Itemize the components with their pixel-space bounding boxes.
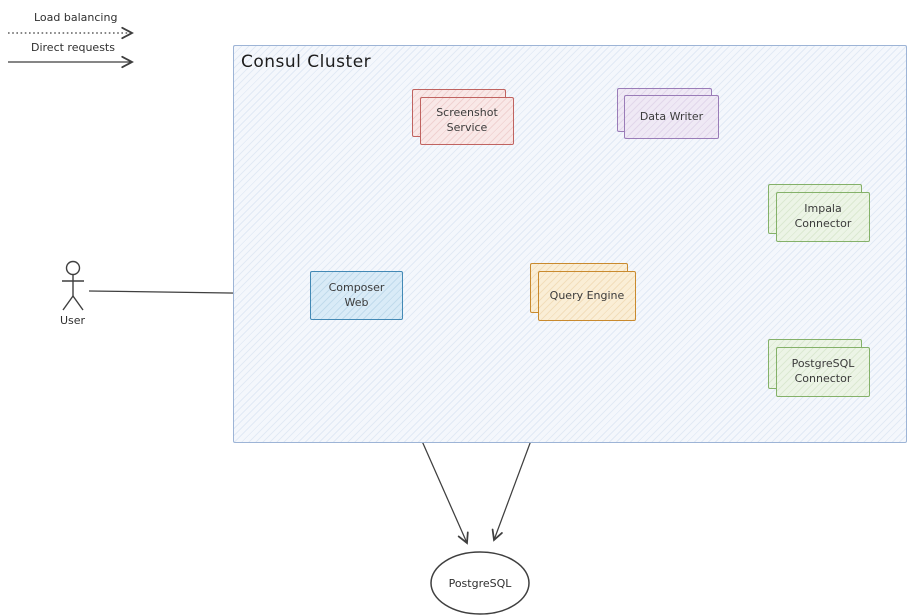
legend-label-load-balancing: Load balancing: [34, 11, 118, 24]
node-postgresql-connector: PostgreSQL Connector: [776, 347, 870, 397]
node-composer-web: Composer Web: [310, 271, 403, 320]
node-composer-web-label: Composer Web: [328, 280, 385, 309]
node-data-writer: Data Writer: [624, 95, 719, 139]
node-screenshot-service-label: Screenshot Service: [436, 106, 498, 134]
legend-label-direct-requests: Direct requests: [31, 41, 115, 54]
node-impala-connector: Impala Connector: [776, 192, 870, 242]
node-impala-connector-label: Impala Connector: [794, 202, 852, 230]
consul-cluster-group: Consul Cluster: [233, 45, 907, 443]
node-screenshot-service: Screenshot Service: [420, 97, 514, 145]
node-postgresql-connector-label: PostgreSQL Connector: [791, 357, 855, 385]
node-query-engine-label: Query Engine: [549, 288, 625, 302]
node-query-engine: Query Engine: [538, 271, 636, 321]
postgresql-database-label: PostgreSQL: [448, 577, 512, 590]
user-actor-label: User: [60, 314, 86, 327]
consul-cluster-title: Consul Cluster: [241, 52, 372, 72]
user-actor-figure: [62, 260, 84, 311]
node-data-writer-label: Data Writer: [639, 109, 704, 123]
